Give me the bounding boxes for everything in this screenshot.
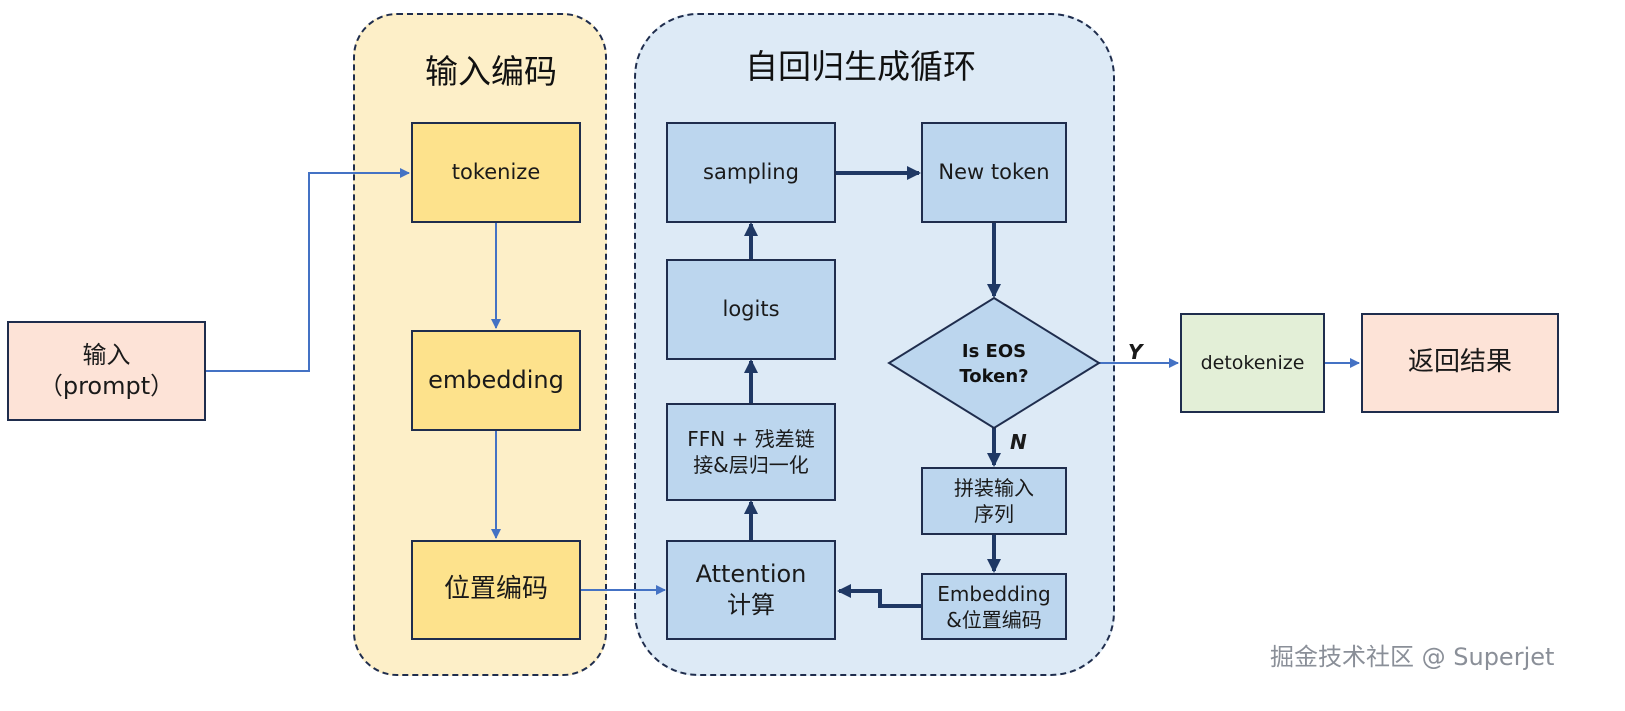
arrow-prompt-to-tokenize	[206, 168, 410, 372]
return-result-box: 返回结果	[1361, 313, 1559, 413]
detokenize-box: detokenize	[1180, 313, 1325, 413]
tokenize-box: tokenize	[411, 122, 581, 223]
ffn-residual-box: FFN + 残差链 接&层归一化	[666, 403, 836, 501]
yes-label: Y	[1128, 340, 1143, 364]
watermark: 掘金技术社区 @ Superjet	[1270, 643, 1555, 671]
embedding-position-box: Embedding &位置编码	[921, 573, 1067, 640]
eos-decision-label: Is EOS Token?	[959, 341, 1029, 388]
input-encoding-title: 输入编码	[425, 52, 557, 91]
positional-encoding-box: 位置编码	[411, 540, 581, 640]
eos-decision-diamond	[887, 296, 1101, 430]
autoregressive-loop-title: 自回归生成循环	[745, 47, 976, 86]
no-label: N	[1010, 430, 1027, 454]
embedding-box: embedding	[411, 330, 581, 431]
sampling-box: sampling	[666, 122, 836, 223]
attention-box: Attention 计算	[666, 540, 836, 640]
input-prompt-box: 输入 （prompt）	[7, 321, 206, 421]
assemble-input-box: 拼装输入 序列	[921, 467, 1067, 535]
new-token-box: New token	[921, 122, 1067, 223]
logits-box: logits	[666, 259, 836, 360]
arrow-embedding-to-attention	[837, 584, 921, 608]
